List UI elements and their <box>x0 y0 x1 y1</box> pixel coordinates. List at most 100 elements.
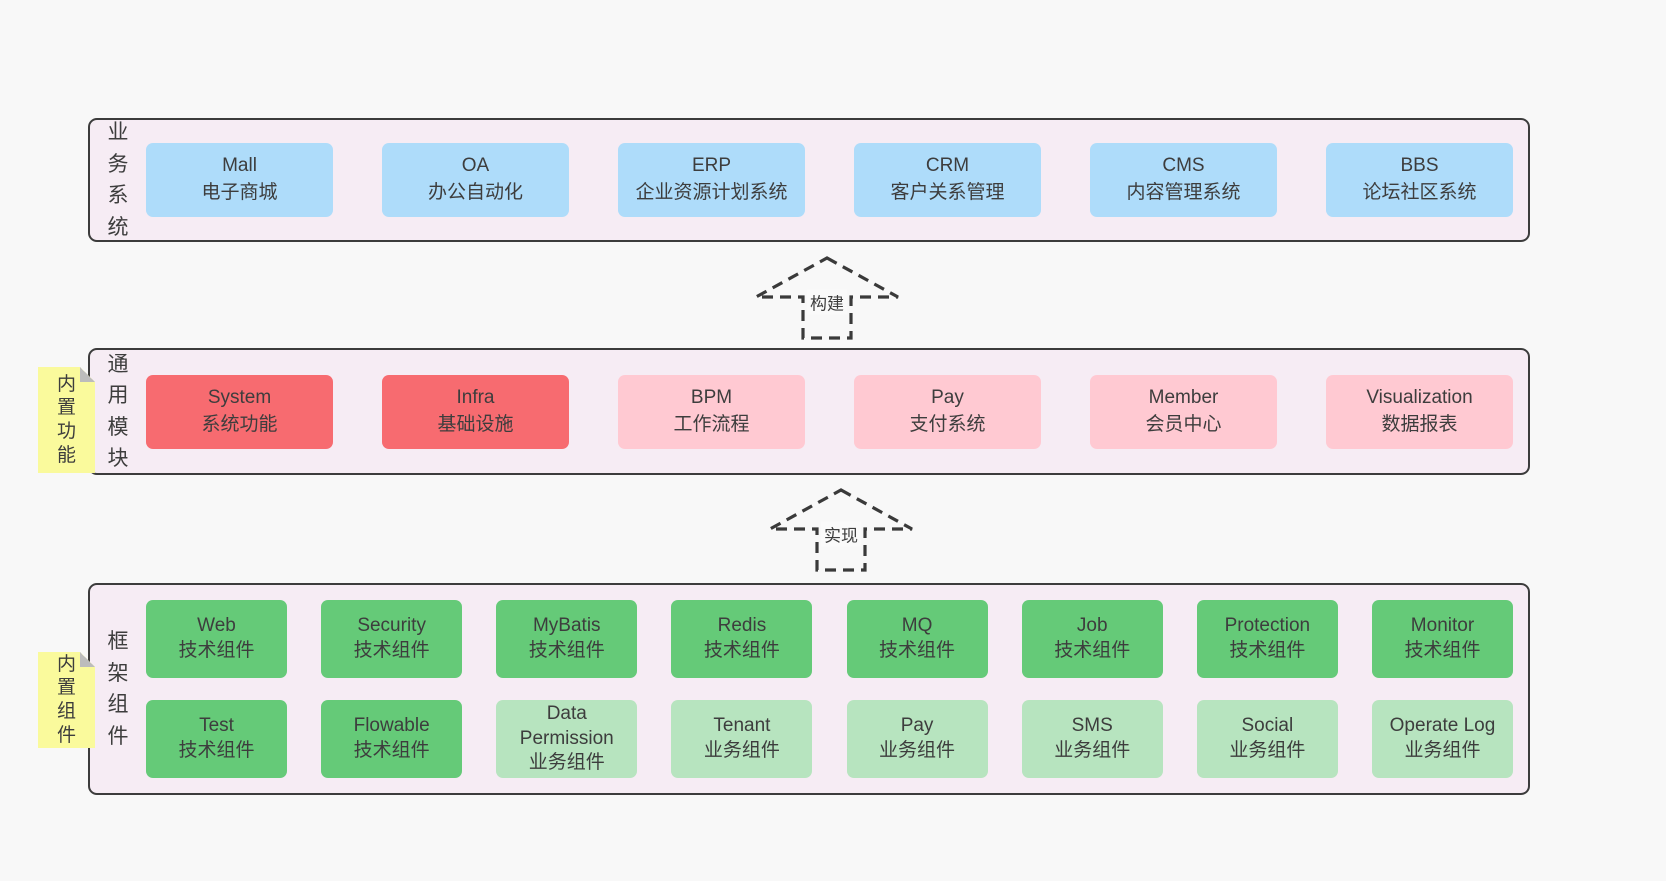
box-oa: OA 办公自动化 <box>382 143 569 217</box>
box-title: Flowable <box>353 715 430 737</box>
box-subtitle: 办公自动化 <box>427 182 523 203</box>
box-title: MyBatis <box>532 615 601 637</box>
box-title: Test <box>199 715 234 737</box>
box-monitor: Monitor 技术组件 <box>1371 600 1513 678</box>
box-title: Member <box>1148 386 1219 408</box>
box-test: Test 技术组件 <box>146 700 287 778</box>
box-redis: Redis 技术组件 <box>671 600 813 678</box>
box-subtitle: 企业资源计划系统 <box>635 182 788 203</box>
box-title: CMS <box>1162 155 1205 177</box>
box-subtitle: 业务组件 <box>1229 740 1306 761</box>
implement-arrow: 实现 <box>766 486 916 574</box>
box-subtitle: 技术组件 <box>353 740 430 761</box>
box-sms: SMS 业务组件 <box>1021 700 1163 778</box>
box-title: System <box>207 386 272 408</box>
box-social: Social 业务组件 <box>1196 700 1338 778</box>
implement-arrow-label: 实现 <box>821 521 861 547</box>
box-pay-component: Pay 业务组件 <box>846 700 988 778</box>
band-common-modules: 通用模块 System 系统功能 Infra 基础设施 BPM 工作流程 Pay… <box>88 348 1530 475</box>
box-title: BPM <box>690 386 733 408</box>
sticky-note-text: 内置功能 <box>56 373 76 466</box>
band-label-modules: 通用模块 <box>90 349 146 475</box>
box-title: BBS <box>1400 155 1439 177</box>
box-subtitle: 会员中心 <box>1145 413 1222 435</box>
box-title: MQ <box>901 615 933 637</box>
box-mybatis: MyBatis 技术组件 <box>496 600 638 678</box>
box-subtitle: 业务组件 <box>528 752 605 774</box>
box-title: ERP <box>691 155 732 177</box>
box-subtitle: 业务组件 <box>1054 740 1131 761</box>
box-mall: Mall 电子商城 <box>146 143 333 217</box>
box-erp: ERP 企业资源计划系统 <box>618 143 805 217</box>
box-protection: Protection 技术组件 <box>1196 600 1338 678</box>
box-subtitle: 电子商城 <box>201 182 278 203</box>
box-member: Member 会员中心 <box>1090 374 1277 449</box>
box-title: Protection <box>1224 615 1311 637</box>
box-subtitle: 技术组件 <box>528 640 605 661</box>
box-title: Data Permission <box>519 702 614 749</box>
box-subtitle: 数据报表 <box>1381 413 1458 435</box>
box-subtitle: 技术组件 <box>178 640 255 661</box>
box-title: Security <box>357 615 426 637</box>
box-subtitle: 客户关系管理 <box>890 182 1005 203</box>
box-title: Mall <box>222 155 257 177</box>
box-cms: CMS 内容管理系统 <box>1090 143 1277 217</box>
build-arrow-label: 构建 <box>807 289 847 315</box>
box-pay-module: Pay 支付系统 <box>854 374 1041 449</box>
box-flowable: Flowable 技术组件 <box>321 700 463 778</box>
band-business-systems: 业务系统 Mall 电子商城 OA 办公自动化 ERP 企业资源计划系统 CRM… <box>88 118 1530 242</box>
box-title: Web <box>197 615 236 637</box>
box-title: Pay <box>931 386 964 408</box>
box-security: Security 技术组件 <box>321 600 463 678</box>
box-subtitle: 业务组件 <box>703 740 780 761</box>
box-subtitle: 技术组件 <box>353 640 430 661</box>
band-label-components: 框架组件 <box>90 626 146 752</box>
box-subtitle: 技术组件 <box>1054 640 1131 661</box>
box-subtitle: 技术组件 <box>178 740 255 761</box>
box-title: Monitor <box>1410 615 1475 637</box>
box-subtitle: 技术组件 <box>1229 640 1306 661</box>
box-tenant: Tenant 业务组件 <box>671 700 813 778</box>
box-bpm: BPM 工作流程 <box>618 374 805 449</box>
band-label-text: 业务系统 <box>107 121 129 239</box>
component-rows: Web 技术组件 Security 技术组件 MyBatis 技术组件 Redi… <box>146 600 1528 778</box>
box-visualization: Visualization 数据报表 <box>1326 374 1513 449</box>
band-label-text: 框架组件 <box>107 630 129 748</box>
box-title: SMS <box>1071 715 1113 737</box>
band-label-business: 业务系统 <box>90 117 146 243</box>
band-framework-components: 框架组件 Web 技术组件 Security 技术组件 MyBatis 技术组件… <box>88 583 1530 795</box>
build-arrow: 构建 <box>752 254 902 342</box>
sticky-note-builtin-features: 内置功能 <box>38 367 95 473</box>
box-subtitle: 技术组件 <box>1404 640 1481 661</box>
band-label-text: 通用模块 <box>107 352 129 471</box>
box-title: Job <box>1076 615 1108 637</box>
arrow-up-icon <box>755 256 899 340</box>
box-subtitle: 论坛社区系统 <box>1362 182 1477 203</box>
business-boxes: Mall 电子商城 OA 办公自动化 ERP 企业资源计划系统 CRM 客户关系… <box>146 143 1528 217</box>
box-subtitle: 工作流程 <box>673 413 750 435</box>
box-subtitle: 业务组件 <box>879 740 956 761</box>
box-subtitle: 系统功能 <box>201 413 278 435</box>
box-title: Social <box>1241 715 1294 737</box>
box-title: Tenant <box>713 715 771 737</box>
box-operate-log: Operate Log 业务组件 <box>1371 700 1513 778</box>
box-infra: Infra 基础设施 <box>382 374 569 449</box>
box-subtitle: 技术组件 <box>879 640 956 661</box>
box-web: Web 技术组件 <box>146 600 287 678</box>
box-mq: MQ 技术组件 <box>846 600 988 678</box>
box-title: CRM <box>925 155 970 177</box>
box-title: Operate Log <box>1389 715 1496 737</box>
box-job: Job 技术组件 <box>1021 600 1163 678</box>
box-system: System 系统功能 <box>146 374 333 449</box>
box-subtitle: 支付系统 <box>909 413 986 435</box>
box-subtitle: 业务组件 <box>1404 740 1481 761</box>
module-boxes: System 系统功能 Infra 基础设施 BPM 工作流程 Pay 支付系统… <box>146 374 1528 449</box>
sticky-note-builtin-components: 内置组件 <box>38 652 95 748</box>
sticky-note-text: 内置组件 <box>56 653 76 746</box>
component-row-2: Test 技术组件 Flowable 技术组件 Data Permission … <box>146 700 1513 778</box>
box-data-permission: Data Permission 业务组件 <box>496 700 638 778</box>
component-row-1: Web 技术组件 Security 技术组件 MyBatis 技术组件 Redi… <box>146 600 1513 678</box>
box-crm: CRM 客户关系管理 <box>854 143 1041 217</box>
box-subtitle: 技术组件 <box>703 640 780 661</box>
arrow-up-icon <box>769 488 913 572</box>
